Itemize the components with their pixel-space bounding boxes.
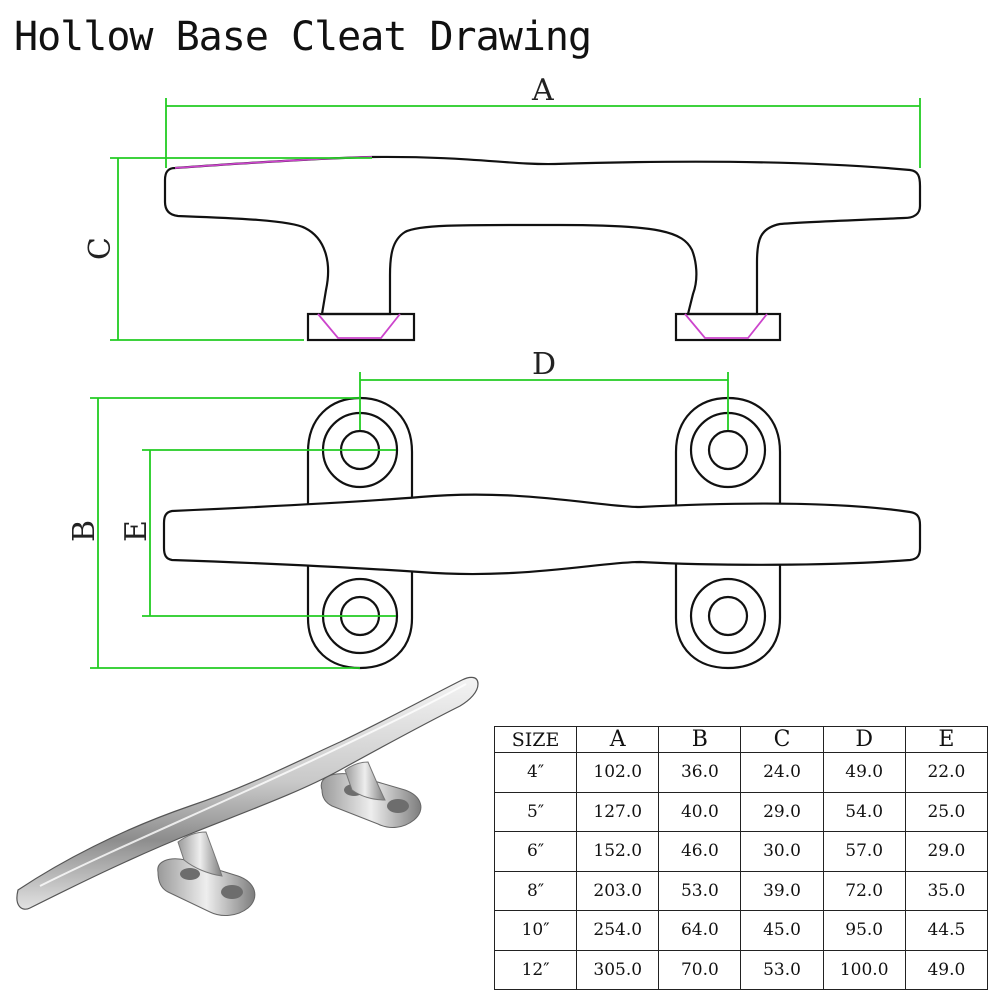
bolt-hole-inner [707, 429, 749, 471]
column-header: A [576, 726, 660, 753]
table-cell: 54.0 [822, 791, 906, 832]
table-cell: 10″ [493, 910, 578, 951]
table-row: 10″ 254.0 64.0 45.0 95.0 44.5 [493, 910, 989, 951]
table-cell: 64.0 [658, 910, 742, 951]
table-cell: 305.0 [576, 949, 660, 990]
bolt-hole-inner [707, 595, 749, 637]
base-plate-left [306, 396, 414, 670]
table-cell: 254.0 [576, 910, 660, 951]
column-header: E [904, 726, 989, 753]
table-cell: 29.0 [740, 791, 824, 832]
column-header: SIZE [493, 726, 578, 753]
dim-label-b: B [67, 520, 102, 542]
table-cell: 35.0 [904, 870, 989, 911]
photo-post-right [344, 761, 386, 801]
dim-label-a: A [531, 73, 554, 108]
table-cell: 203.0 [576, 870, 660, 911]
countersink-marks [174, 156, 768, 339]
size-table: SIZE A B C D E 4″ 102.0 36.0 24.0 49.0 2… [493, 726, 989, 990]
table-cell: 8″ [493, 870, 578, 911]
dim-label-c: C [83, 237, 118, 260]
photo-post-left [177, 831, 223, 877]
table-cell: 29.0 [904, 831, 989, 872]
table-cell: 25.0 [904, 791, 989, 832]
bolt-hole-outer [689, 577, 767, 655]
table-cell: 57.0 [822, 831, 906, 872]
countersink-left [317, 313, 401, 339]
page-title: Hollow Base Cleat Drawing [14, 14, 592, 60]
table-cell: 22.0 [904, 752, 989, 793]
column-header: B [658, 726, 742, 753]
column-header: C [740, 726, 824, 753]
dim-label-e: E [119, 520, 154, 542]
table-cell: 152.0 [576, 831, 660, 872]
table-row: 5″ 127.0 40.0 29.0 54.0 25.0 [493, 791, 989, 832]
side-view-outline [163, 155, 922, 316]
column-header: D [822, 726, 906, 753]
table-cell: 70.0 [658, 949, 742, 990]
cleat-product-photo [16, 676, 479, 916]
table-cell: 53.0 [740, 949, 824, 990]
table-cell: 36.0 [658, 752, 742, 793]
base-foot-left [306, 312, 416, 342]
table-cell: 4″ [493, 752, 578, 793]
table-cell: 49.0 [904, 949, 989, 990]
table-cell: 30.0 [740, 831, 824, 872]
table-cell: 127.0 [576, 791, 660, 832]
table-header-row: SIZE A B C D E [493, 726, 989, 753]
countersink-right [684, 313, 768, 339]
table-cell: 39.0 [740, 870, 824, 911]
base-foot-right [674, 312, 782, 342]
table-cell: 53.0 [658, 870, 742, 911]
table-row: 6″ 152.0 46.0 30.0 57.0 29.0 [493, 831, 989, 872]
table-cell: 100.0 [822, 949, 906, 990]
table-cell: 102.0 [576, 752, 660, 793]
base-plate-right [674, 396, 782, 670]
table-cell: 46.0 [658, 831, 742, 872]
table-row: 12″ 305.0 70.0 53.0 100.0 49.0 [493, 949, 989, 990]
dim-label-d: D [532, 347, 556, 382]
table-cell: 45.0 [740, 910, 824, 951]
table-cell: 49.0 [822, 752, 906, 793]
top-view-bar [162, 493, 922, 576]
table-cell: 44.5 [904, 910, 989, 951]
top-view [162, 396, 922, 670]
table-cell: 72.0 [822, 870, 906, 911]
table-row: 8″ 203.0 53.0 39.0 72.0 35.0 [493, 870, 989, 911]
table-cell: 24.0 [740, 752, 824, 793]
side-view [163, 155, 922, 342]
table-cell: 12″ [493, 949, 578, 990]
table-cell: 40.0 [658, 791, 742, 832]
dimension-lines [90, 98, 921, 669]
table-row: 4″ 102.0 36.0 24.0 49.0 22.0 [493, 752, 989, 793]
table-cell: 5″ [493, 791, 578, 832]
table-cell: 95.0 [822, 910, 906, 951]
table-cell: 6″ [493, 831, 578, 872]
